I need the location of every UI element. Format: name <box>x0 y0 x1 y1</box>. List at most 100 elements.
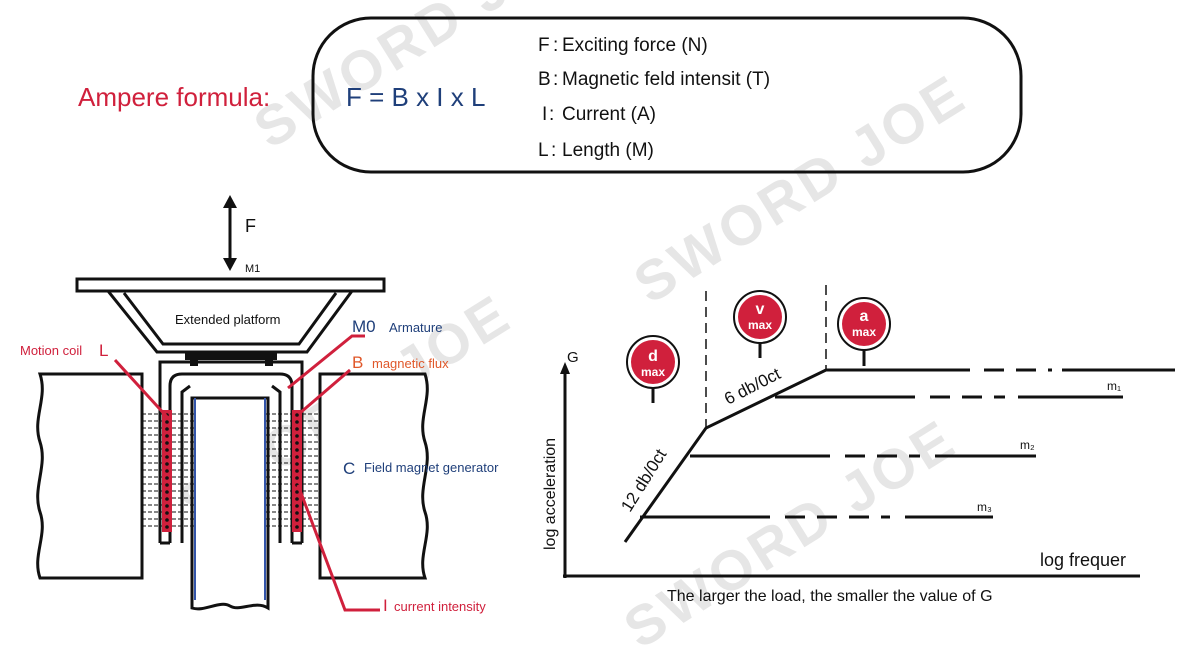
motion-coil-left <box>162 410 172 532</box>
definition-symbol: L <box>538 140 549 161</box>
coil-winding <box>295 427 299 431</box>
force-arrow <box>223 195 237 271</box>
watermark: SWORD JOE <box>613 406 967 658</box>
envelope-curve <box>623 368 970 543</box>
coil-winding <box>295 525 299 529</box>
watermark: SWORD JOE <box>623 61 977 315</box>
coil-winding <box>165 476 169 480</box>
coil-winding <box>165 483 169 487</box>
badge-sub: max <box>641 365 665 379</box>
armature-neck <box>185 352 277 360</box>
shaker-diagram: F M1 Extended platform <box>20 195 499 615</box>
definition-text: Current (A) <box>562 104 656 125</box>
definition-colon: : <box>553 69 558 90</box>
current-label: current intensity <box>394 599 486 614</box>
flux-lines <box>142 413 320 527</box>
mass-level-3-label: m₃ <box>977 500 992 514</box>
coil-winding <box>295 455 299 459</box>
y-axis-label: log acceleration <box>542 438 559 550</box>
platform-label: Extended platform <box>175 312 281 327</box>
coil-winding <box>165 441 169 445</box>
platform-plate <box>75 277 386 293</box>
definition-symbol: F <box>538 35 550 56</box>
formula-title: Ampere formula: <box>78 82 270 112</box>
coil-winding <box>165 490 169 494</box>
coil-winding <box>165 462 169 466</box>
coil-winding <box>165 497 169 501</box>
coil-winding <box>295 448 299 452</box>
coil-winding <box>295 476 299 480</box>
y-axis-arrow <box>560 362 570 374</box>
field-symbol: C <box>343 459 355 478</box>
definition-text: Exciting force (N) <box>562 35 708 56</box>
field-label: Field magnet generator <box>364 460 499 475</box>
coil-winding <box>295 462 299 466</box>
coil-winding <box>165 455 169 459</box>
coil-winding <box>295 434 299 438</box>
armature-label: Armature <box>389 320 442 335</box>
coil-winding <box>165 525 169 529</box>
graph-caption: The larger the load, the smaller the val… <box>667 588 993 605</box>
badge-d-max: d max <box>626 335 680 403</box>
coil-winding <box>295 490 299 494</box>
extended-platform-inner <box>122 292 338 346</box>
badge-sub: max <box>852 325 876 339</box>
force-label: F <box>245 216 256 236</box>
badge-sub: max <box>748 318 772 332</box>
definition-symbol: B <box>538 69 551 90</box>
y-axis-top-label: G <box>567 349 579 366</box>
badge-letter: v <box>756 301 765 318</box>
formula-section: Ampere formula: F = B x I x L F : Exciti… <box>78 16 1023 174</box>
armature-cup-left <box>180 384 191 543</box>
center-pole <box>190 396 270 611</box>
coil-winding <box>165 504 169 508</box>
coil-winding <box>295 469 299 473</box>
definition-symbol: I <box>542 104 547 125</box>
definition-text: Length (M) <box>562 140 654 161</box>
coil-winding <box>295 504 299 508</box>
callout-armature <box>287 334 365 390</box>
extended-platform <box>104 289 355 354</box>
mass-label: M1 <box>245 263 260 275</box>
definition-colon: : <box>551 140 556 161</box>
coil-winding <box>295 420 299 424</box>
coil-winding <box>295 413 299 417</box>
slope-label-12db: 12 db/0ct <box>617 446 670 516</box>
formula-equation: F = B x I x L <box>346 82 485 112</box>
formula-definitions: F : Exciting force (N) B : Magnetic feld… <box>538 35 770 161</box>
badge-letter: d <box>648 348 658 365</box>
definition-colon: : <box>553 35 558 56</box>
coil-winding <box>165 511 169 515</box>
badge-a-max: a max <box>837 297 891 366</box>
coil-winding <box>295 441 299 445</box>
coil-symbol: L <box>99 341 108 360</box>
definition-text: Magnetic feld intensit (T) <box>562 69 770 90</box>
field-magnet-left <box>36 372 144 580</box>
flux-label: magnetic flux <box>372 356 449 371</box>
callout-flux <box>299 368 351 415</box>
armature-symbol: M0 <box>352 317 376 336</box>
coil-winding <box>295 518 299 522</box>
coil-winding <box>165 434 169 438</box>
coil-winding <box>165 427 169 431</box>
field-magnet-right <box>318 372 429 580</box>
motion-coil-right <box>292 410 302 532</box>
callout-current <box>296 484 380 612</box>
flux-symbol: B <box>352 353 363 372</box>
coil-winding <box>165 448 169 452</box>
coil-winding <box>165 420 169 424</box>
armature-cup-right <box>271 384 282 543</box>
badge-letter: a <box>860 308 869 325</box>
mass-level-1-label: m₁ <box>1107 379 1121 393</box>
formula-box <box>311 16 1023 174</box>
callout-lines <box>113 334 380 612</box>
coil-winding <box>165 469 169 473</box>
coil-winding <box>295 497 299 501</box>
badge-v-max: v max <box>733 290 787 358</box>
graph: G log acceleration log frequer The large… <box>542 285 1175 605</box>
callout-coil <box>113 358 170 420</box>
coil-winding <box>165 518 169 522</box>
coil-label: Motion coil <box>20 343 82 358</box>
slope-label-6db: 6 db/0ct <box>721 364 784 409</box>
